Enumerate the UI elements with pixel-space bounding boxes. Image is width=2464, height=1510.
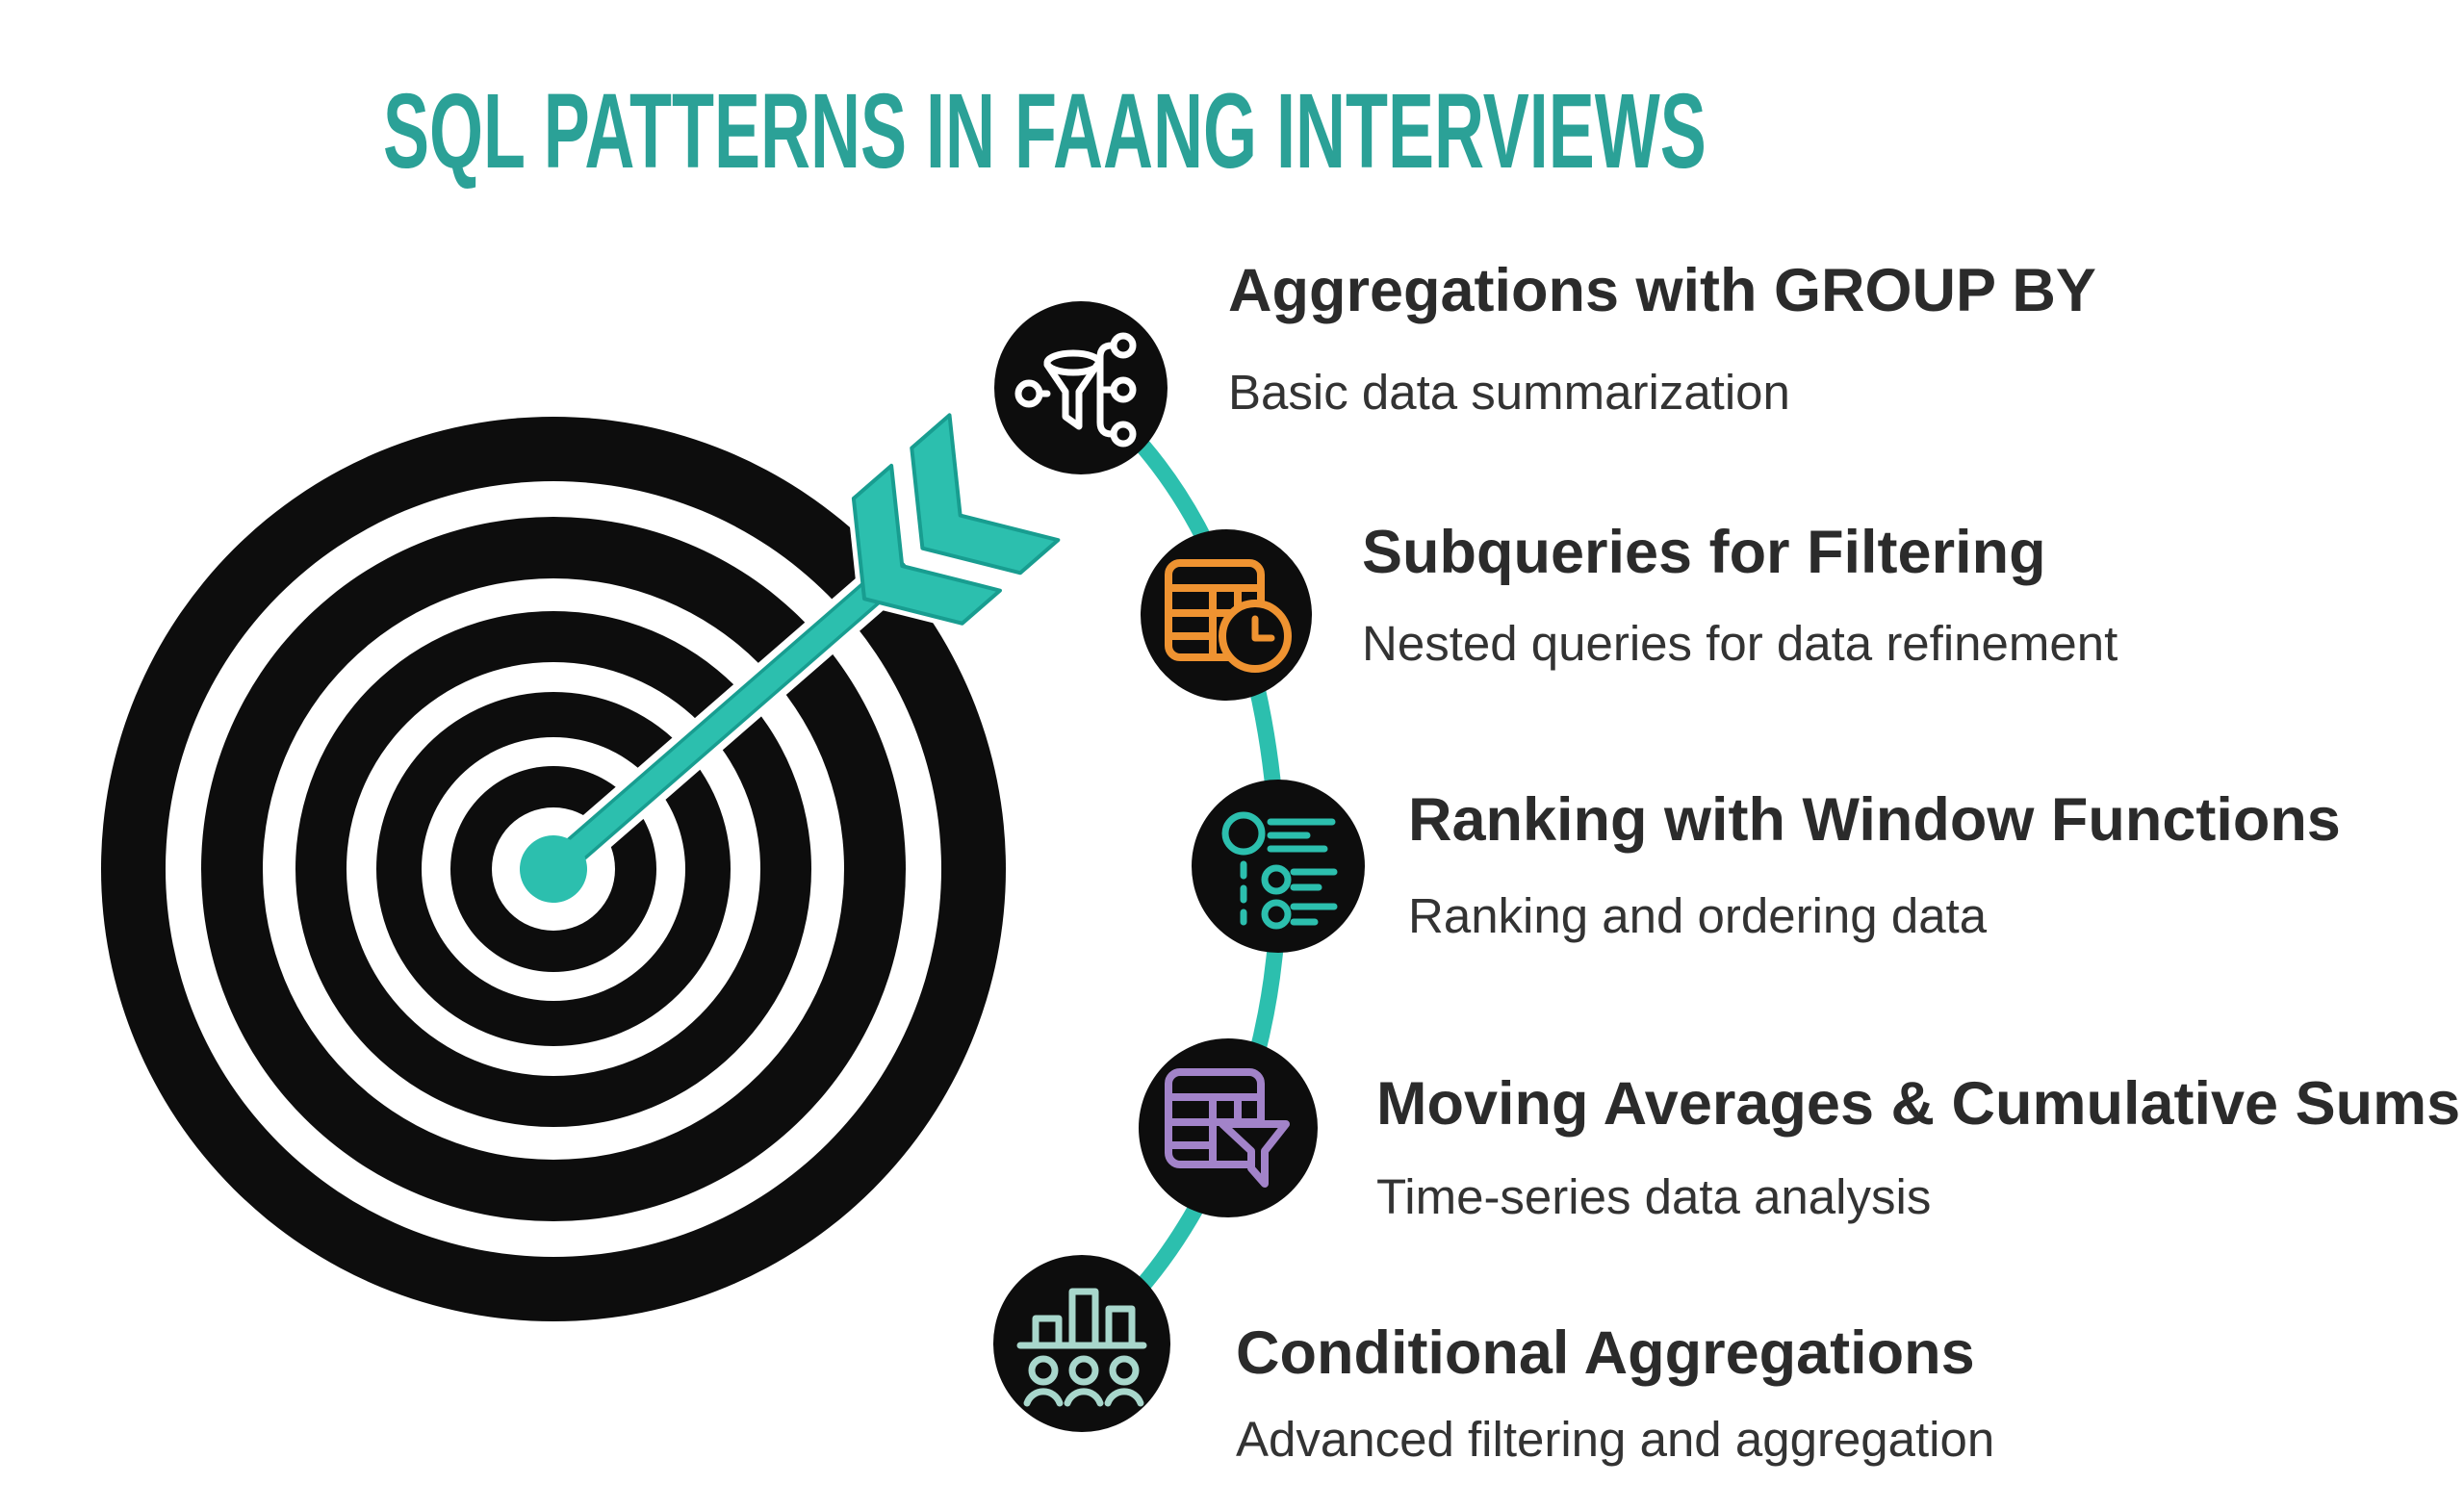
- step-item-3: Ranking with Window Functions Ranking an…: [1408, 786, 2341, 942]
- step-subtitle: Nested queries for data refinement: [1362, 616, 2118, 671]
- table-clock-icon: [1165, 559, 1292, 673]
- step-subtitle: Advanced filtering and aggregation: [1236, 1412, 1995, 1467]
- step-title: Aggregations with GROUP BY: [1228, 257, 2096, 324]
- step-title: Subqueries for Filtering: [1362, 519, 2046, 586]
- funnel-flow-icon: [1014, 332, 1137, 448]
- step-circle-4: [1139, 1038, 1318, 1217]
- step-subtitle: Ranking and ordering data: [1408, 888, 1988, 943]
- step-title: Ranking with Window Functions: [1408, 786, 2341, 854]
- step-item-5: Conditional Aggregations Advanced filter…: [1236, 1319, 1994, 1466]
- bar-chart-people-icon: [1016, 1288, 1147, 1407]
- ranked-list-icon: [1221, 811, 1338, 930]
- page-title: SQL PATTERNS IN FAANG INTERVIEWS: [383, 72, 1707, 192]
- step-title: Conditional Aggregations: [1236, 1319, 1975, 1387]
- step-title: Moving Averages & Cumulative Sums: [1376, 1070, 2461, 1138]
- table-filter-icon: [1165, 1068, 1290, 1188]
- step-circle-2: [1141, 529, 1312, 701]
- step-circle-1: [994, 301, 1168, 474]
- arrow-icon: [520, 408, 1065, 903]
- step-subtitle: Basic data summarization: [1228, 365, 1790, 420]
- step-item-2: Subqueries for Filtering Nested queries …: [1362, 519, 2118, 670]
- step-circle-5: [993, 1255, 1170, 1432]
- step-subtitle: Time-series data analysis: [1376, 1169, 1932, 1224]
- step-item-1: Aggregations with GROUP BY Basic data su…: [1228, 257, 2096, 419]
- step-circle-3: [1192, 780, 1365, 953]
- step-item-4: Moving Averages & Cumulative Sums Time-s…: [1376, 1070, 2461, 1223]
